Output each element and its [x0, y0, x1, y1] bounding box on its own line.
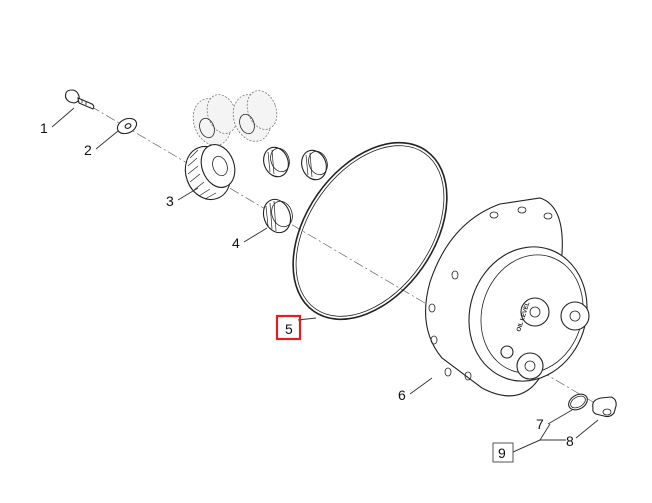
part-hub-housing[interactable]: OIL LEVEL — [425, 197, 605, 397]
callout-9[interactable]: 9 — [498, 445, 506, 461]
leader-lines — [51, 107, 599, 453]
callout-3[interactable]: 3 — [166, 193, 174, 209]
needle-bearings-upper — [263, 146, 328, 181]
callout-2[interactable]: 2 — [84, 142, 92, 158]
part-washer[interactable] — [115, 115, 139, 136]
planet-gears-ghost — [192, 90, 278, 146]
callout-7[interactable]: 7 — [536, 416, 544, 432]
callout-1[interactable]: 1 — [40, 120, 48, 136]
flange-bolt-holes — [428, 206, 553, 381]
part-bolt[interactable] — [64, 89, 95, 110]
callout-6[interactable]: 6 — [398, 387, 406, 403]
part-needle-bearing[interactable] — [259, 196, 296, 237]
part-o-ring[interactable] — [261, 114, 478, 348]
callout-labels: 1 2 3 4 5 6 7 8 9 — [40, 120, 574, 463]
callout-5[interactable]: 5 — [285, 321, 293, 337]
selected-callout-box — [275, 314, 302, 341]
part-plug[interactable] — [592, 396, 617, 418]
group-callout-box — [492, 442, 514, 463]
callout-8[interactable]: 8 — [566, 433, 574, 449]
callout-4[interactable]: 4 — [232, 235, 240, 251]
part-seal-ring[interactable] — [566, 391, 590, 413]
part-planet-gear[interactable] — [178, 140, 240, 206]
